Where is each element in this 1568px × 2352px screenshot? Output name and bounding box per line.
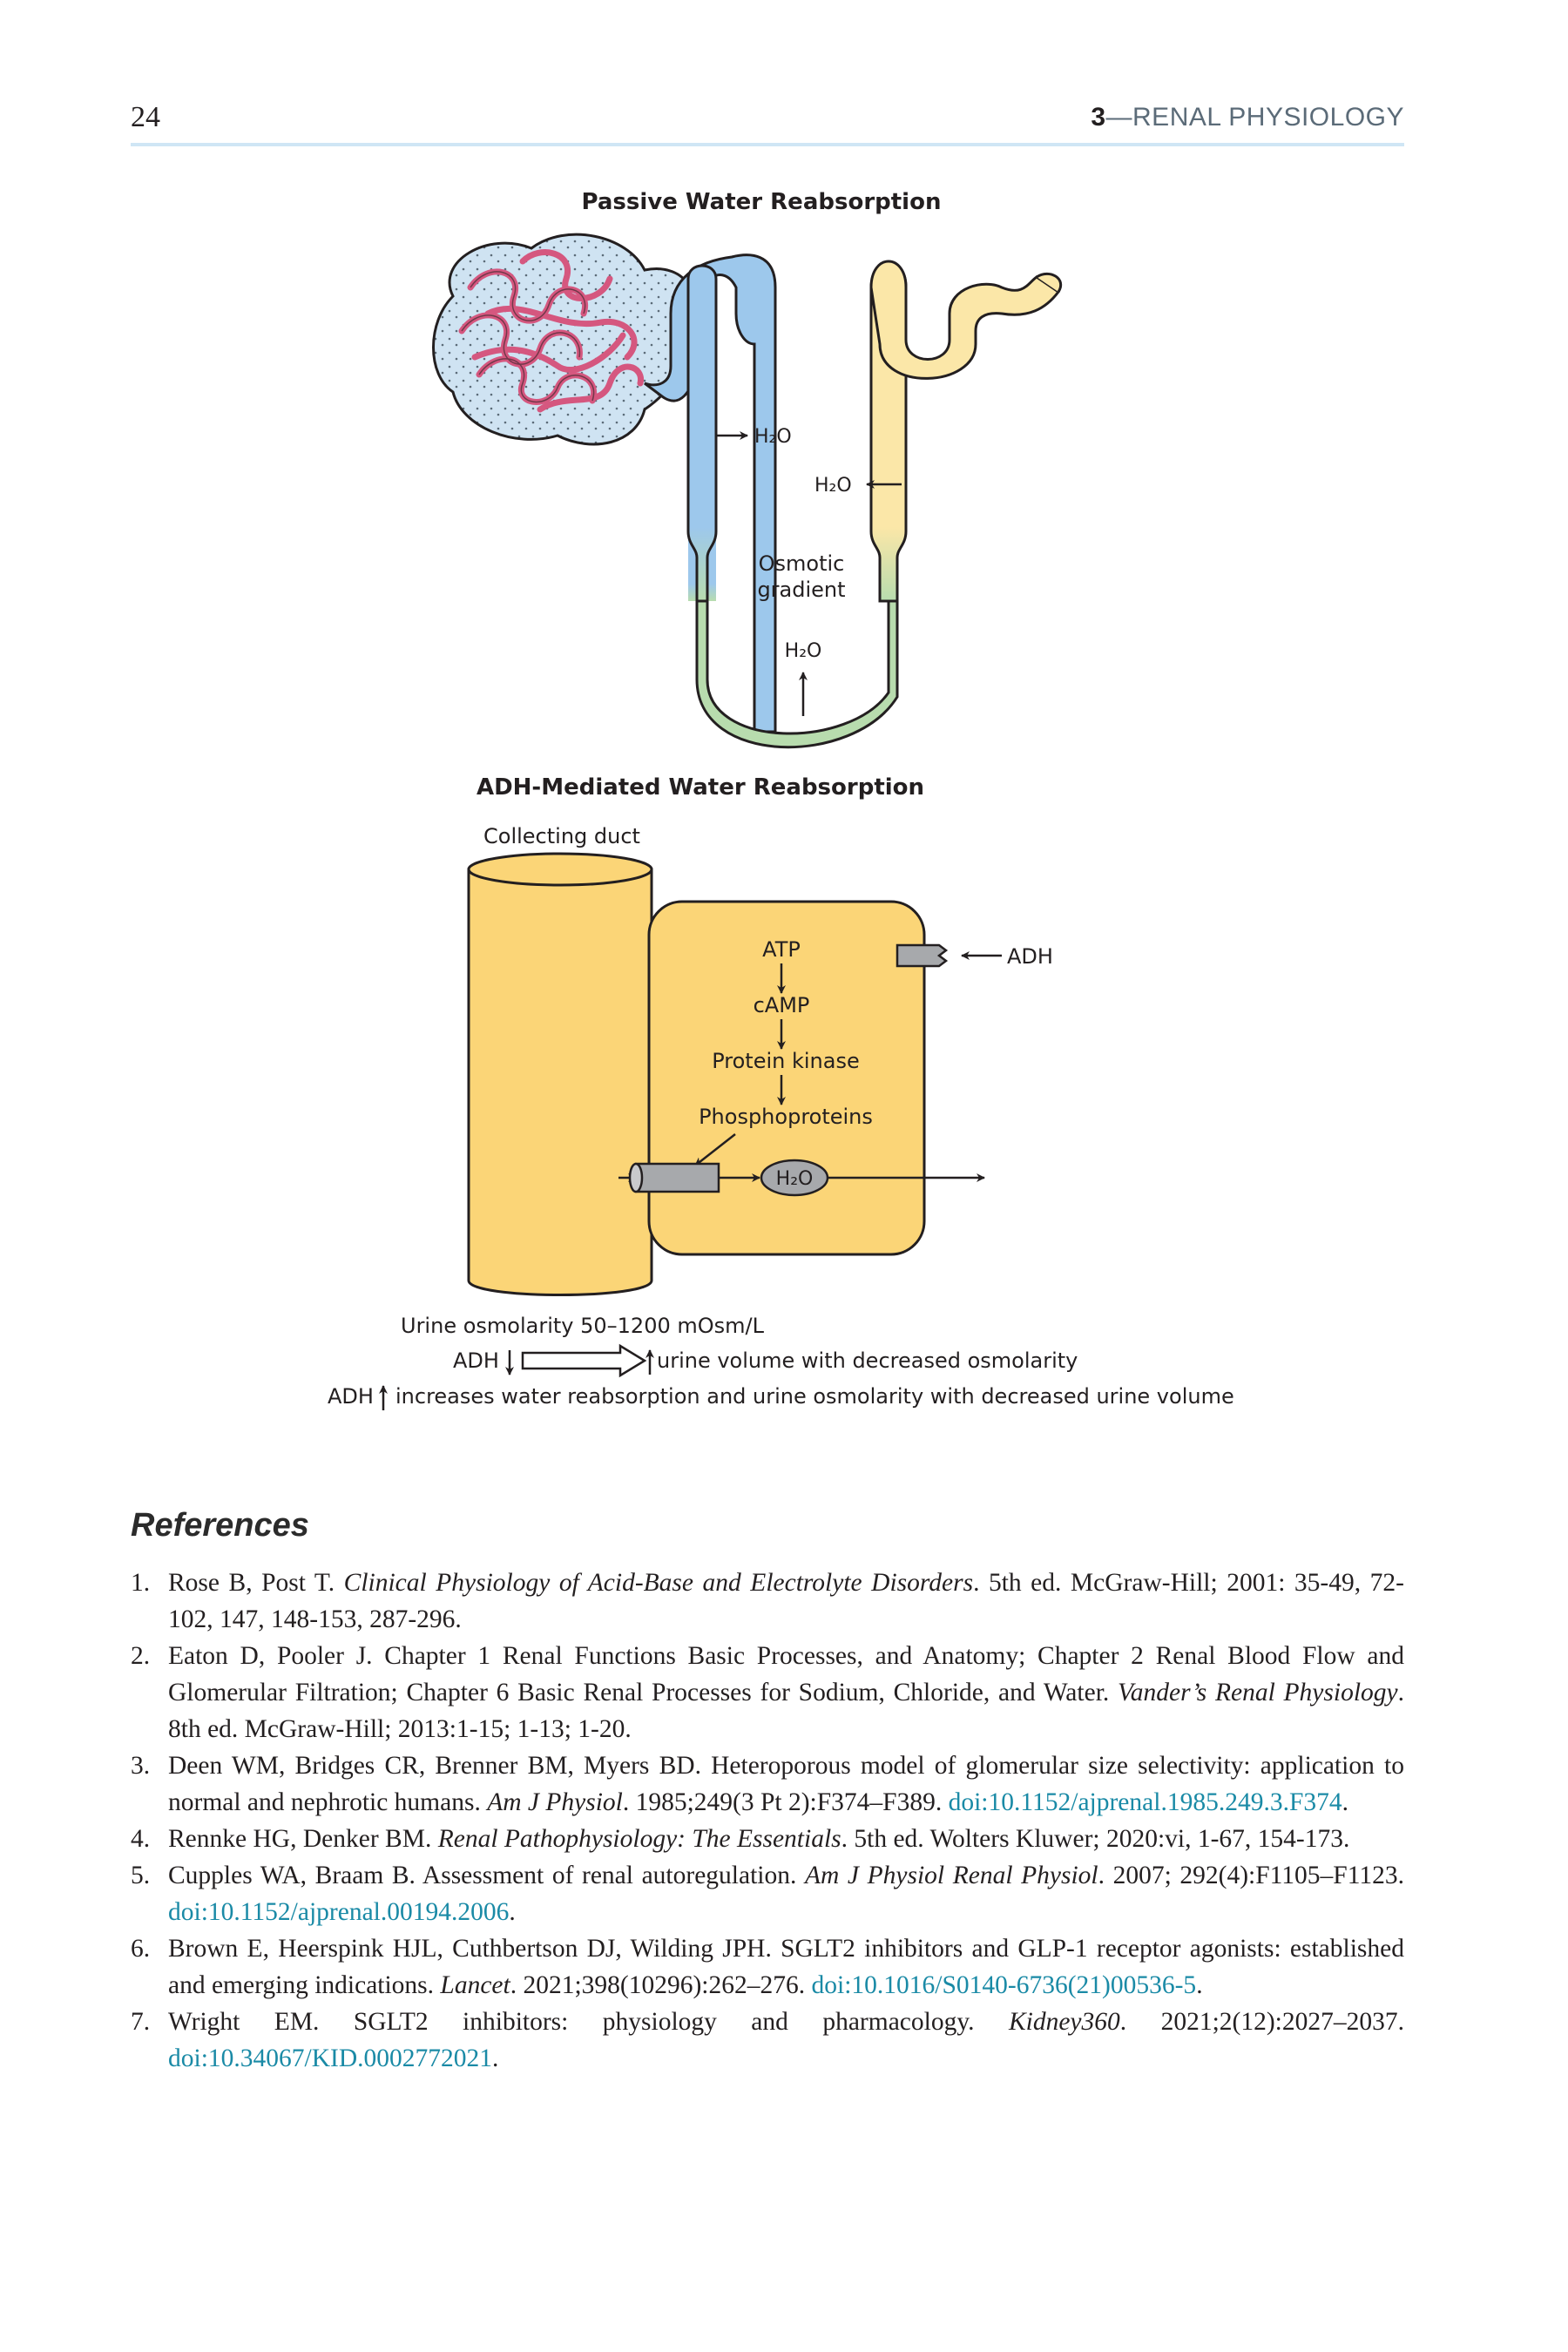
reference-details: . 8th ed. McGraw-Hill; 2013:1-15; 1-13; …: [168, 1679, 1404, 1743]
arrow-phospho-channel: [694, 1133, 736, 1166]
caption-adh-up-text: increases water reabsorption and urine o…: [395, 1384, 1234, 1409]
collecting-duct-top: [467, 852, 653, 887]
reference-number: 1.: [131, 1569, 151, 1597]
references-heading: References: [131, 1507, 309, 1544]
reference-doi-link[interactable]: doi:10.1016/S0140-6736(21)00536-5: [811, 1971, 1197, 1999]
label-osmotic-2: gradient: [757, 578, 845, 602]
adh-title: ADH-Mediated Water Reabsorption: [476, 774, 924, 801]
running-head: 3—RENAL PHYSIOLOGY: [1091, 103, 1404, 132]
reference-journal: Vander’s Renal Physiology: [1118, 1679, 1398, 1707]
label-h2o-descending: H₂O: [754, 426, 792, 448]
label-h2o-loop: H₂O: [785, 640, 822, 662]
reference-authors: Cupples WA, Braam B. Assessment of renal…: [168, 1862, 805, 1889]
reference-item: 3. Deen WM, Bridges CR, Brenner BM, Myers…: [131, 1747, 1404, 1821]
reference-details: . 2021;2(12):2027–2037.: [1119, 2008, 1404, 2036]
label-osmotic-1: Osmotic: [759, 551, 845, 576]
caption-osmolarity: Urine osmolarity 50–1200 mOsm/L: [401, 1314, 765, 1338]
page-header: 24 3—RENAL PHYSIOLOGY: [131, 94, 1404, 146]
reference-details: . 5th ed. McGraw-Hill; 2001: 35-49, 72-1…: [168, 1569, 1404, 1633]
caption-adh-up-prefix: ADH: [328, 1384, 374, 1409]
reference-doi-link[interactable]: doi:10.1152/ajprenal.1985.249.3.F374: [948, 1788, 1342, 1816]
bowman-capsule: [432, 233, 695, 446]
descending-column: [686, 264, 718, 603]
reference-item: 1. Rose B, Post T. Clinical Physiology of…: [131, 1565, 1404, 1638]
reference-details: . 2021;398(10296):262–276.: [510, 1971, 812, 1999]
reference-journal: Am J Physiol: [487, 1788, 623, 1816]
aquaporin-channel-end: [628, 1162, 644, 1193]
reference-journal: Kidney360: [1008, 2008, 1120, 2036]
reference-details: . 1985;249(3 Pt 2):F374–F389.: [622, 1788, 949, 1816]
reference-doi-link[interactable]: doi:10.1152/ajprenal.00194.2006: [168, 1898, 510, 1926]
cascade-camp: cAMP: [754, 993, 810, 1017]
reference-item: 7. Wright EM. SGLT2 inhibitors: physiolog…: [131, 2004, 1404, 2077]
caption-adh-down-text: urine volume with decreased osmolarity: [657, 1348, 1078, 1373]
reference-number: 3.: [131, 1752, 151, 1780]
hollow-arrow: [521, 1343, 647, 1378]
reference-authors: Rose B, Post T.: [168, 1569, 344, 1597]
reference-number: 2.: [131, 1642, 151, 1670]
cascade-atp: ATP: [762, 937, 801, 962]
reference-details: . 5th ed. Wolters Kluwer; 2020:vi, 1-67,…: [841, 1825, 1350, 1853]
collecting-duct-label: Collecting duct: [483, 824, 640, 848]
reference-authors: Brown E, Heerspink HJL, Cuthbertson DJ, …: [168, 1935, 1404, 1999]
glomerulus-outline: [461, 271, 595, 402]
aquaporin-channel: [634, 1162, 720, 1193]
distal-cap: [1036, 272, 1062, 293]
reference-authors: Rennke HG, Denker BM.: [168, 1825, 438, 1853]
h2o-vesicle-label: H₂O: [776, 1168, 814, 1190]
reference-item: 5. Cupples WA, Braam B. Assessment of ren…: [131, 1857, 1404, 1930]
reference-authors: Eaton D, Pooler J. Chapter 1 Renal Funct…: [168, 1642, 1404, 1707]
reference-journal: Lancet: [440, 1971, 510, 1999]
reference-number: 5.: [131, 1862, 151, 1889]
reference-item: 6. Brown E, Heerspink HJL, Cuthbertson DJ…: [131, 1930, 1404, 2004]
adh-receptor: [896, 943, 949, 968]
reference-item: 2. Eaton D, Pooler J. Chapter 1 Renal Fun…: [131, 1638, 1404, 1747]
reference-journal: Clinical Physiology of Acid-Base and Ele…: [343, 1569, 974, 1597]
reference-journal: Am J Physiol Renal Physiol: [804, 1862, 1098, 1889]
cascade-protein-kinase: Protein kinase: [712, 1049, 860, 1073]
reference-journal: Renal Pathophysiology: The Essentials: [437, 1825, 841, 1853]
reference-doi-link[interactable]: doi:10.34067/KID.0002772021: [168, 2044, 493, 2072]
chapter-number: 3: [1091, 103, 1106, 132]
reference-number: 6.: [131, 1935, 151, 1963]
caption-adh-down-prefix: ADH: [453, 1348, 499, 1373]
chapter-title: —RENAL PHYSIOLOGY: [1105, 103, 1404, 132]
reference-number: 7.: [131, 2008, 151, 2036]
distal-tubule: [869, 260, 1061, 380]
reference-number: 4.: [131, 1825, 151, 1853]
cascade-phosphoproteins: Phosphoproteins: [699, 1105, 873, 1129]
references-list: 1. Rose B, Post T. Clinical Physiology of…: [131, 1565, 1404, 2077]
collecting-duct: [467, 868, 653, 1296]
renal-figure: Passive Water Reabsorption H₂O H₂O Osmot…: [328, 189, 1234, 1410]
reference-details: . 2007; 292(4):F1105–F1123.: [1098, 1862, 1404, 1889]
reference-authors: Wright EM. SGLT2 inhibitors: physiology …: [168, 2008, 1009, 2036]
reference-authors: Deen WM, Bridges CR, Brenner BM, Myers B…: [168, 1752, 1404, 1816]
label-h2o-ascending: H₂O: [814, 475, 852, 497]
adh-label: ADH: [1007, 944, 1053, 969]
passive-title: Passive Water Reabsorption: [582, 189, 942, 215]
reference-item: 4. Rennke HG, Denker BM. Renal Pathophysi…: [131, 1821, 1404, 1857]
page-number: 24: [131, 101, 160, 133]
